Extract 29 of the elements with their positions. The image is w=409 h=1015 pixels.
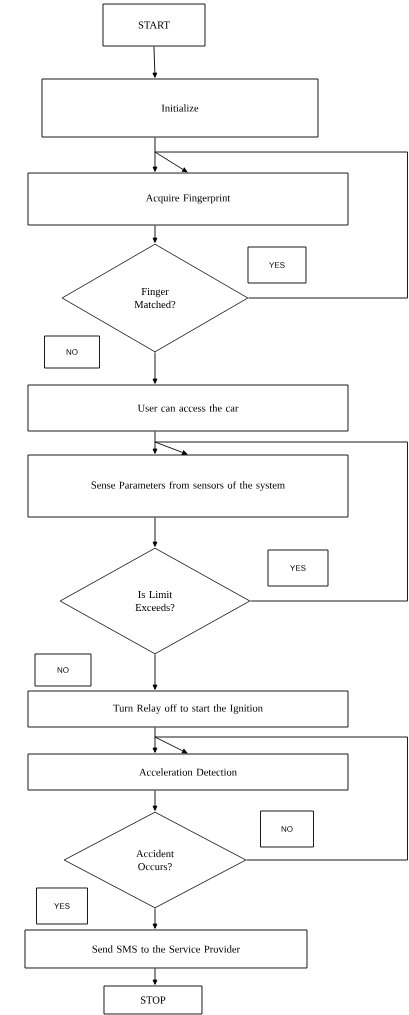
arrow: [152, 907, 158, 929]
arrow: [152, 790, 158, 811]
arrow: [152, 517, 158, 547]
process-box: Initialize: [41, 78, 319, 138]
arrow: [152, 968, 158, 985]
arrow: [154, 736, 408, 861]
answer-tag: NO: [44, 335, 100, 369]
arrow: [154, 151, 408, 299]
arrow: [152, 225, 158, 243]
process-box: Acceleration Detection: [27, 753, 349, 791]
answer-tag: NO: [34, 653, 92, 687]
process-box: Acquire Fingerprint: [27, 172, 349, 226]
answer-tag: YES: [247, 246, 307, 284]
answer-tag: NO: [260, 810, 314, 848]
process-box: STOP: [103, 985, 203, 1015]
arrow: [152, 351, 158, 384]
arrow: [152, 137, 158, 172]
arrow: [152, 727, 158, 753]
arrow: [154, 441, 408, 602]
process-box: START: [102, 3, 206, 47]
process-box: Turn Relay off to start the Ignition: [27, 690, 349, 728]
arrow: [152, 653, 158, 690]
answer-tag: YES: [267, 549, 329, 587]
arrow: [152, 431, 158, 454]
arrow: [152, 46, 158, 78]
process-box: Send SMS to the Service Provider: [24, 929, 308, 969]
answer-tag: YES: [36, 887, 88, 925]
process-box: User can access the car: [27, 384, 349, 432]
process-box: Sense Parameters from sensors of the system: [27, 454, 349, 518]
